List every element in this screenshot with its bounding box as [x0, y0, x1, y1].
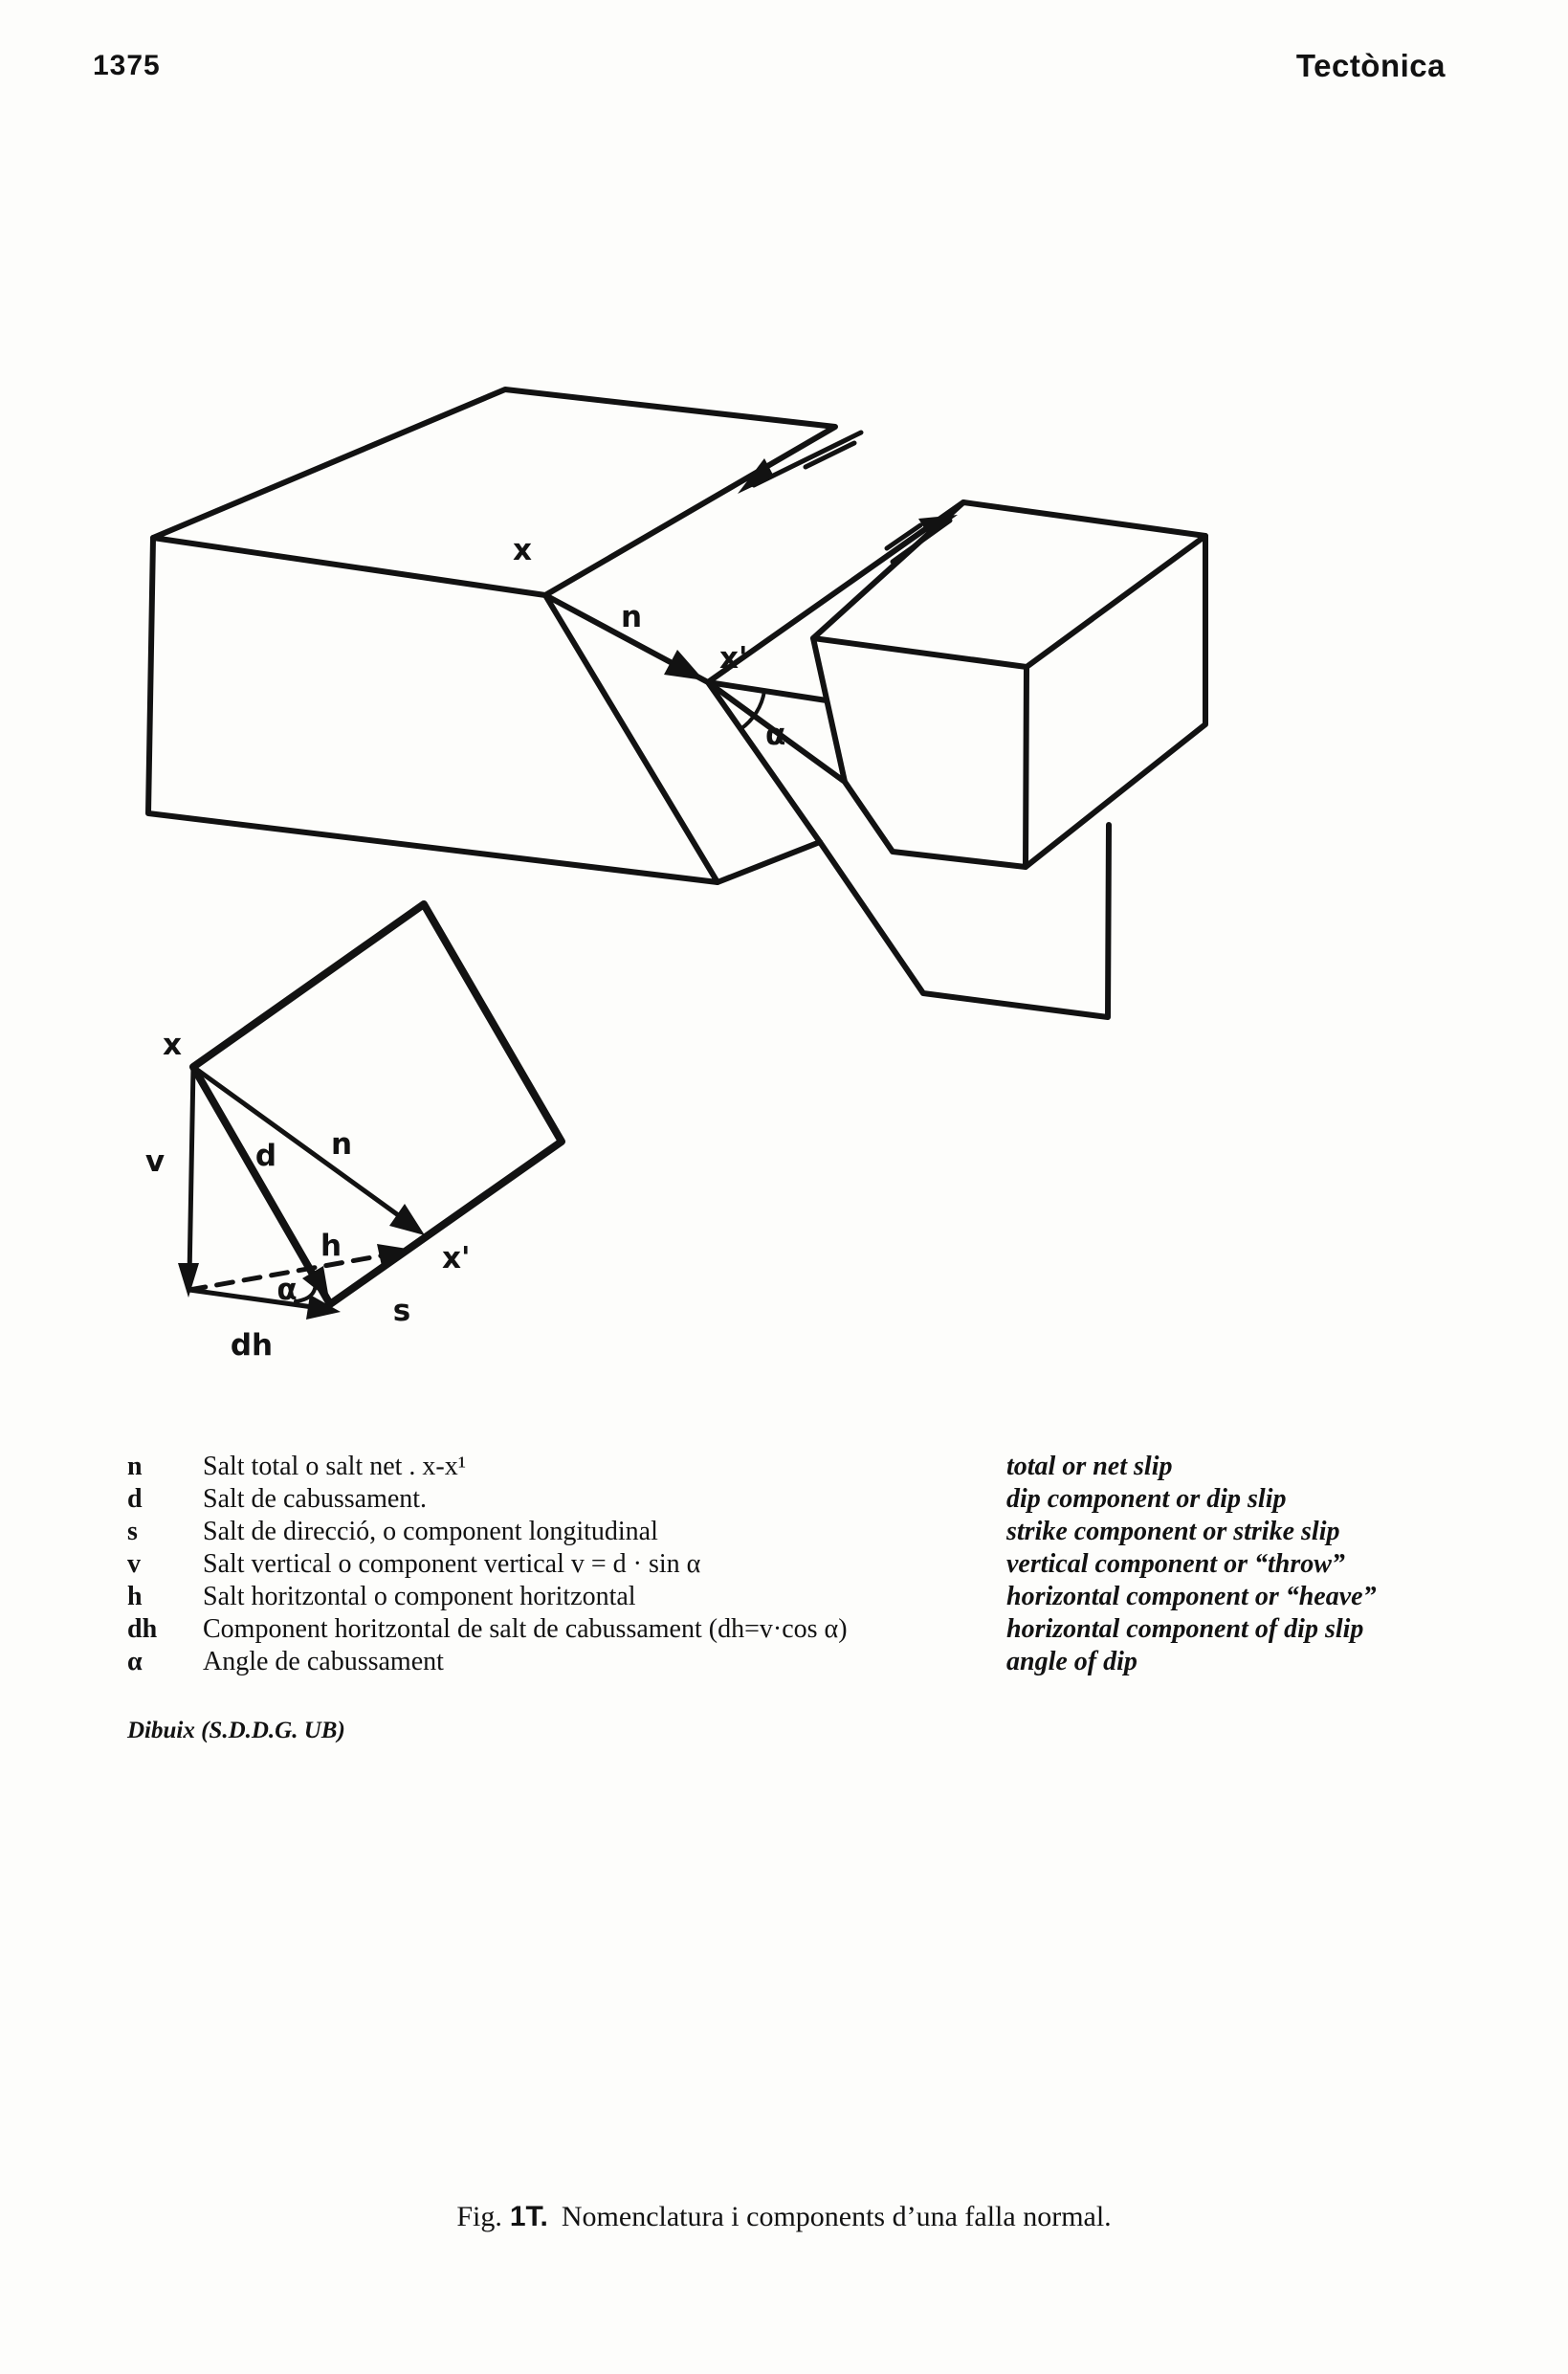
dip-angle-arc-3d: [739, 689, 766, 731]
legend-english-term: angle of dip: [1006, 1647, 1137, 1676]
net-slip-arrowhead-3d: [664, 650, 704, 680]
legend-catalan-term: Salt horitzontal o component horitzontal: [203, 1582, 636, 1611]
fault-plane-parallelogram: [189, 900, 565, 1308]
figure-caption: Fig.1T. Nomenclatura i components d’una f…: [0, 2201, 1568, 2233]
label-h-2d: h: [320, 1229, 342, 1263]
right-block-fault-top-edge: [705, 499, 966, 685]
left-block-front-face: [145, 535, 720, 885]
section-header: Tectònica: [1295, 48, 1446, 83]
legend-symbol: v: [127, 1549, 141, 1579]
legend-english-term: horizontal component of dip slip: [1006, 1614, 1364, 1644]
left-block-fault-strip: [542, 592, 823, 885]
legend-catalan-term: Angle de cabussament: [203, 1647, 444, 1676]
legend-english-term: vertical component or “throw”: [1006, 1549, 1345, 1579]
legend-english-term: total or net slip: [1006, 1452, 1173, 1481]
caption-text: Nomenclatura i components d’una falla no…: [561, 2201, 1112, 2232]
legend-english-term: horizontal component or “heave”: [1006, 1582, 1377, 1611]
label-x-2d: x: [163, 1028, 182, 1062]
page-number: 1375: [93, 50, 161, 81]
slip-arrow-right: [884, 515, 958, 565]
legend-row: s Salt de direcció, o component longitud…: [0, 1517, 1568, 1549]
legend-row: h Salt horitzontal o component horitzont…: [0, 1582, 1568, 1614]
legend-catalan-term: Salt de direcció, o component longitudin…: [203, 1517, 658, 1546]
block-diagram-3d: x n x' α: [145, 387, 1208, 1020]
legend-catalan-term: Salt de cabussament.: [203, 1484, 428, 1514]
legend-symbol: s: [127, 1517, 138, 1546]
drawing-credit: Dibuix (S.D.D.G. UB): [127, 1718, 345, 1743]
legend-row: dh Component horitzontal de salt de cabu…: [0, 1614, 1568, 1647]
slip-arrow-left-head: [738, 458, 774, 494]
legend-row: α Angle de cabussament angle of dip: [0, 1647, 1568, 1679]
legend-row: v Salt vertical o component vertical v =…: [0, 1549, 1568, 1582]
vector-dh: [187, 1287, 341, 1320]
right-fault-block: [705, 499, 1208, 870]
fault-plane-upper-edge: [705, 679, 829, 703]
label-s-2d: s: [393, 1294, 410, 1328]
left-block-top-face: [150, 387, 838, 598]
label-n-2d: n: [331, 1127, 352, 1162]
label-alpha-2d: α: [276, 1273, 297, 1307]
legend-row: d Salt de cabussament. dip component or …: [0, 1484, 1568, 1517]
fault-plane-lower-edge: [817, 822, 1112, 1020]
label-x-prime-2d: x': [442, 1241, 471, 1276]
label-n-3d: n: [621, 600, 642, 634]
caption-fig-number: 1T.: [509, 2201, 548, 2232]
vector-h: [187, 1244, 413, 1293]
label-alpha-3d: α: [765, 718, 785, 752]
legend-row: n Salt total o salt net . x-x¹ total or …: [0, 1452, 1568, 1484]
caption-fig-prefix: Fig.: [456, 2201, 502, 2232]
label-d-2d: d: [255, 1139, 276, 1173]
legend-english-term: dip component or dip slip: [1006, 1484, 1287, 1514]
left-fault-block: [145, 387, 838, 885]
right-block-front-face: [705, 664, 1029, 870]
legend-symbol: α: [127, 1647, 143, 1676]
label-x-prime-3d: x': [719, 641, 748, 676]
right-block-top-face: [810, 499, 1208, 670]
label-v-2d: v: [145, 1144, 165, 1179]
legend-symbol: d: [127, 1484, 143, 1514]
fault-plane-surface: [705, 679, 1112, 1020]
legend-english-term: strike component or strike slip: [1006, 1517, 1340, 1546]
legend-symbol: dh: [127, 1614, 158, 1644]
right-block-front-left-edge: [810, 635, 848, 785]
dip-angle-arc-2d: [294, 1275, 318, 1303]
vector-n: [190, 1064, 425, 1235]
legend-symbol: n: [127, 1452, 143, 1481]
legend-catalan-term: Component horitzontal de salt de cabussa…: [203, 1614, 848, 1644]
vector-v: [178, 1064, 199, 1298]
slip-arrow-right-head: [918, 515, 958, 536]
legend-symbol: h: [127, 1582, 143, 1611]
right-block-right-face: [1023, 533, 1208, 870]
legend-catalan-term: Salt vertical o component vertical v = d…: [203, 1549, 701, 1579]
label-dh-2d: dh: [231, 1328, 273, 1363]
label-x-3d: x: [513, 533, 532, 567]
legend-catalan-term: Salt total o salt net . x-x¹: [203, 1452, 467, 1481]
slip-arrow-left: [738, 430, 864, 494]
vector-diagram-2d: x v d n h α dh s x': [145, 900, 565, 1363]
